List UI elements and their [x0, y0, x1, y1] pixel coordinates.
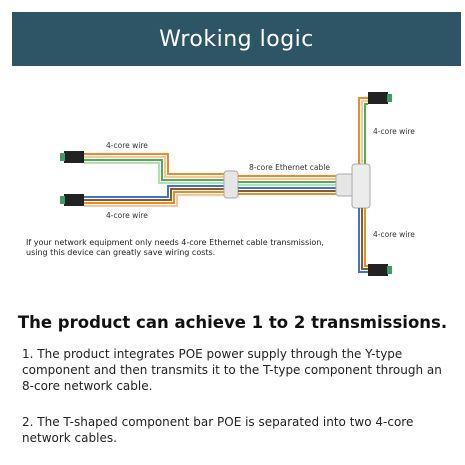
label-left-top-wire: 4-core wire: [106, 141, 148, 150]
label-right-bottom-wire: 4-core wire: [373, 230, 415, 239]
left-top-4-core-wire: [84, 153, 225, 184]
right-bottom-4-core-wire: [358, 208, 368, 273]
label-left-bottom-wire: 4-core wire: [106, 211, 148, 220]
note-line-2: using this device can greatly save wirin…: [26, 248, 216, 257]
working-logic-diagram: 4-core wire 4-core wire 8-core Ethernet …: [60, 92, 415, 276]
label-8-core-cable: 8-core Ethernet cable: [249, 163, 330, 172]
header-banner: Wroking logic: [12, 12, 461, 66]
t-splitter: [335, 163, 371, 209]
left-bottom-4-core-wire: [84, 185, 225, 207]
label-right-top-wire: 4-core wire: [373, 127, 415, 136]
left-bottom-rj45-connector: [60, 194, 84, 206]
right-top-4-core-wire: [358, 97, 368, 164]
8-core-ethernet-cable: [238, 175, 340, 195]
headline: The product can achieve 1 to 2 transmiss…: [17, 313, 448, 332]
note-line-1: If your network equipment only needs 4-c…: [26, 238, 324, 247]
cost-note: If your network equipment only needs 4-c…: [26, 238, 366, 258]
paragraph-1: 1. The product integrates POE power supp…: [22, 347, 442, 393]
paragraph-2: 2. The T-shaped component bar POE is sep…: [22, 415, 414, 445]
right-bottom-rj45-connector: [368, 264, 392, 276]
page-title: Wroking logic: [159, 26, 314, 52]
right-top-rj45-connector: [368, 92, 392, 104]
left-top-rj45-connector: [60, 151, 84, 163]
y-splitter: [223, 170, 239, 199]
